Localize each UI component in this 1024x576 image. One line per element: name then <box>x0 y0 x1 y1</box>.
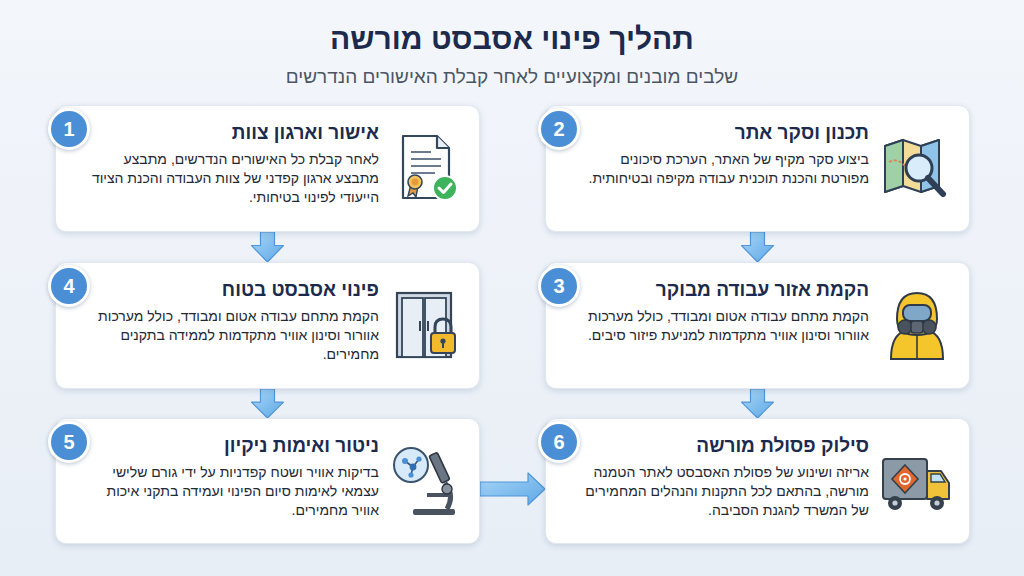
callout-number: 4 <box>63 275 74 297</box>
step-body: הקמת מתחם עבודה אטום ומבודד, כולל מערכות… <box>574 307 869 346</box>
step-card: פינוי אסבסט בטוח הקמת מתחם עבודה אטום ומב… <box>55 262 480 389</box>
flow-arrow <box>742 389 774 418</box>
hazmat-suit-icon <box>881 289 953 361</box>
step-number: 4 <box>48 265 90 307</box>
step-number: 3 <box>538 265 580 307</box>
locked-door-icon <box>391 289 463 361</box>
microscope-icon <box>391 445 463 517</box>
callout-number: 1 <box>63 118 74 140</box>
waste-truck-icon <box>881 445 953 517</box>
step-number: 1 <box>48 108 90 150</box>
step-number: 6 <box>538 421 580 463</box>
step-card: סילוק פסולת מורשה אריזה ושינוע של פסולת ה… <box>545 418 970 544</box>
step-card: ניטור ואימות ניקיון בדיקות אוויר ושטח קפד… <box>55 418 480 544</box>
step-heading: סילוק פסולת מורשה <box>574 434 869 458</box>
card-text: סילוק פסולת מורשה אריזה ושינוע של פסולת ה… <box>574 434 869 521</box>
step-body: בדיקות אוויר ושטח קפדניות על ידי גורם של… <box>84 463 379 521</box>
step-heading: תכנון וסקר אתר <box>574 121 869 145</box>
subtitle-label: שלבים מובנים ומקצועיים לאחר קבלת האישורי… <box>0 66 1024 88</box>
flow-arrow <box>480 473 545 505</box>
flow-arrow <box>252 232 284 262</box>
step-body: אריזה ושינוע של פסולת האסבסט לאתר הטמנה … <box>574 463 869 521</box>
flow-arrow <box>252 389 284 418</box>
step-number: 2 <box>538 108 580 150</box>
flow-arrow <box>742 232 774 262</box>
map-magnifier-icon <box>881 132 953 204</box>
callout-number: 6 <box>553 431 564 453</box>
step-heading: ניטור ואימות ניקיון <box>84 434 379 458</box>
diagram-title: תהליך פינוי אסבסט מורשה <box>0 22 1024 56</box>
document-icon <box>391 132 463 204</box>
card-text: תכנון וסקר אתר ביצוע סקר מקיף של האתר, הע… <box>574 121 869 188</box>
card-text: פינוי אסבסט בטוח הקמת מתחם עבודה אטום ומב… <box>84 278 379 365</box>
step-heading: הקמת אזור עבודה מבוקר <box>574 278 869 302</box>
step-card: אישור וארגון צוות לאחר קבלת כל האישורים ה… <box>55 105 480 232</box>
card-text: הקמת אזור עבודה מבוקר הקמת מתחם עבודה אטו… <box>574 278 869 345</box>
step-body: לאחר קבלת כל האישורים הנדרשים, מתבצע מתב… <box>84 150 379 208</box>
step-body: ביצוע סקר מקיף של האתר, הערכת סיכונים מפ… <box>574 150 869 189</box>
callout-number: 2 <box>553 118 564 140</box>
step-number: 5 <box>48 421 90 463</box>
step-card: הקמת אזור עבודה מבוקר הקמת מתחם עבודה אטו… <box>545 262 970 389</box>
step-heading: פינוי אסבסט בטוח <box>84 278 379 302</box>
card-text: ניטור ואימות ניקיון בדיקות אוויר ושטח קפד… <box>84 434 379 521</box>
card-text: אישור וארגון צוות לאחר קבלת כל האישורים ה… <box>84 121 379 208</box>
step-card: תכנון וסקר אתר ביצוע סקר מקיף של האתר, הע… <box>545 105 970 232</box>
callout-number: 3 <box>553 275 564 297</box>
step-body: הקמת מתחם עבודה אטום ומבודד, כולל מערכות… <box>84 307 379 365</box>
callout-number: 5 <box>63 431 74 453</box>
step-heading: אישור וארגון צוות <box>84 121 379 145</box>
